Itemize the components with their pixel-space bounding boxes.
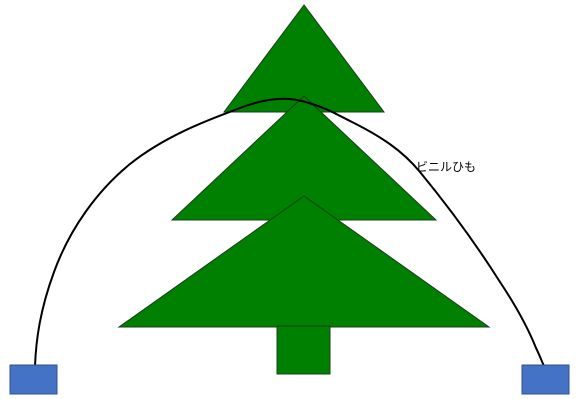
left-anchor-block [9,364,58,395]
tree-bottom-tier [117,195,491,328]
right-anchor-block [521,364,570,395]
christmas-tree [117,4,491,375]
tree-trunk [276,325,331,375]
vinyl-string [34,97,545,367]
string-label: ビニルひも [416,160,476,174]
